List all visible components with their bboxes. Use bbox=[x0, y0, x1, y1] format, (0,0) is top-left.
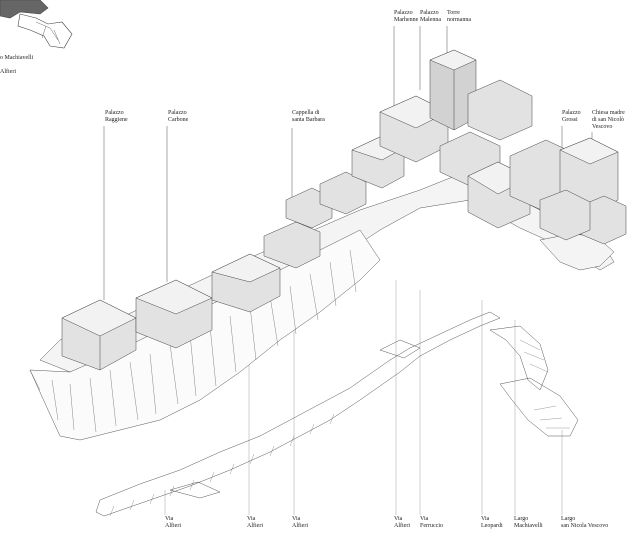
key-map-label-line1: o Machiavelli bbox=[0, 55, 34, 61]
buildings bbox=[61, 49, 627, 371]
label-palazzo-raggiene: Palazzo Raggiene bbox=[105, 110, 128, 123]
street-plan bbox=[95, 311, 579, 517]
label-palazzo-malenna: Palazzo Malenna bbox=[420, 10, 441, 23]
label-via-leopardi: Via Leopardi bbox=[481, 516, 503, 529]
label-largo-machiavelli: Largo Machiavelli bbox=[514, 516, 543, 529]
label-palazzo-marhenne: Palazzo Marhenne bbox=[394, 10, 419, 23]
label-via-alfieri-3: Via Alfieri bbox=[292, 516, 308, 529]
key-map-label: o Machiavelli Alfieri bbox=[0, 48, 33, 76]
leader-lines-top bbox=[103, 26, 593, 300]
label-via-alfieri-4: Via Alfieri bbox=[394, 516, 410, 529]
label-via-ferruccio: Via Ferruccio bbox=[420, 516, 443, 529]
label-via-alfieri-1: Via Alfieri bbox=[165, 516, 181, 529]
label-palazzo-carbone: Palazzo Carbone bbox=[168, 110, 189, 123]
key-map-label-line2: Alfieri bbox=[0, 69, 16, 75]
label-chiesa-madre: Chiesa madre di san Nicolò Vescovo bbox=[592, 110, 625, 130]
label-largo-san-nicola: Largo san Nicola Vescovo bbox=[561, 516, 609, 529]
label-torre-normanna: Torre normanna bbox=[447, 10, 471, 23]
key-map bbox=[0, 0, 73, 49]
label-via-alfieri-2: Via Alfieri bbox=[247, 516, 263, 529]
label-cappella-santa-barbara: Cappella di santa Barbara bbox=[292, 110, 325, 123]
label-palazzo-grossi: Palazzo Grossi bbox=[562, 110, 581, 123]
